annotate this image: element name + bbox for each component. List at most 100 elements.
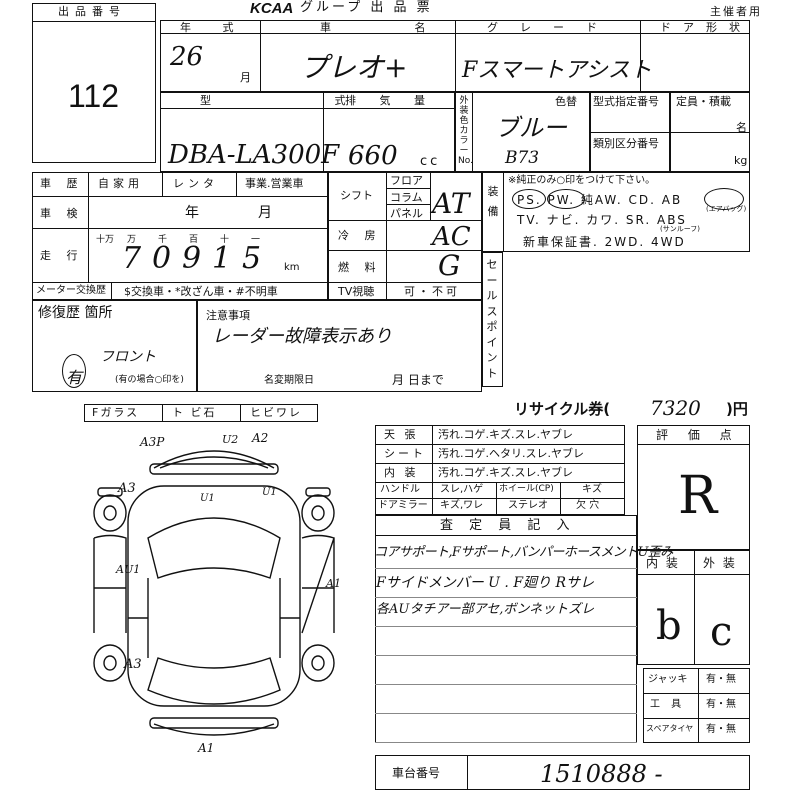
- inspection-year-unit: 年: [185, 205, 199, 221]
- mirror-label: ドアミラー: [378, 500, 428, 511]
- interior-h2: [375, 463, 625, 464]
- glass-sep-2: [240, 404, 241, 422]
- history-h3: [32, 282, 328, 283]
- private-label: 自家用: [98, 177, 143, 190]
- sub-score-sep: [694, 550, 695, 665]
- year-month-unit: 月: [240, 71, 251, 84]
- car-diagram: [93, 450, 335, 736]
- model-value: DBA-LA300F: [168, 140, 340, 170]
- diagram-mark-a3p: A3P: [140, 435, 165, 449]
- wheels: [93, 487, 335, 682]
- mileage-digit: 7: [122, 241, 142, 276]
- mileage-digit: 5: [242, 241, 262, 276]
- interior-v3: [560, 482, 561, 515]
- tool-label-1: 工 具: [650, 699, 686, 710]
- glass-crack: ヒビワレ: [250, 406, 302, 419]
- repair-has-circle: [62, 354, 86, 388]
- mileage-digit-label: 百: [189, 235, 199, 245]
- color-replace-label: 色替: [555, 95, 577, 108]
- tool-value-2: 有・無: [706, 724, 736, 735]
- top-row-sep-2: [455, 20, 456, 92]
- tool-value-1: 有・無: [706, 699, 736, 710]
- interior-sep: [432, 425, 433, 515]
- chassis-sep: [467, 755, 468, 790]
- diagram-mark-a1-side: A1: [326, 577, 341, 590]
- interior-row-label-2: 内 装: [384, 466, 419, 479]
- rear-view: [149, 717, 279, 736]
- mileage-digit-label: 一: [251, 235, 261, 245]
- tools-box: [643, 668, 750, 743]
- inspector-ruled-line: [375, 568, 637, 569]
- model-box: [160, 92, 455, 172]
- sub-score-divider: [637, 574, 750, 575]
- chassis-box: [375, 755, 750, 790]
- notes-label: 注意事項: [206, 309, 250, 322]
- equipment-label: 装備: [487, 185, 499, 218]
- tool-value-0: 有・無: [706, 674, 736, 685]
- inspector-line-2: 各AUタチアー部アセ,ボンネットズレ: [376, 602, 595, 617]
- tools-sep: [698, 668, 699, 743]
- diagram-mark-u2: U2: [222, 433, 239, 446]
- grade-label: グレード: [487, 21, 619, 34]
- interior-score-value: b: [656, 603, 682, 649]
- inspector-ruled-line: [375, 713, 637, 714]
- specs-box: [328, 172, 482, 300]
- capacity-divider: [670, 132, 750, 133]
- sub-score-box: [637, 550, 750, 665]
- mileage-digit: 0: [152, 241, 172, 276]
- mirror-options: キズ,ワレ: [440, 500, 484, 511]
- equipment-note: ※純正のみ○印をつけて下さい。: [508, 175, 656, 186]
- sheet-title: グループ 出 品 票: [300, 0, 433, 15]
- specs-h3: [328, 282, 482, 283]
- pw-circle: [547, 189, 585, 209]
- ps-circle: [512, 189, 546, 209]
- glass-sep-1: [162, 404, 163, 422]
- interior-row-label-0: 天 張: [384, 428, 419, 441]
- handle-options: スレ,ハゲ: [440, 484, 484, 495]
- grade-value: Fスマートアシスト: [462, 58, 652, 83]
- score-box: [637, 425, 750, 550]
- inspector-line-0: コアサポート,Fサポート,バンパーホースメントU歪み: [374, 545, 673, 560]
- ab-circle: [704, 188, 744, 210]
- equipment-row3: 新車保証書. 2WD. 4WD: [523, 235, 686, 249]
- color-sep: [472, 92, 473, 172]
- diagram-mark-au1: AU1: [116, 563, 141, 576]
- interior-row-label-1: シート: [384, 447, 426, 460]
- specs-v1: [386, 172, 387, 300]
- fuel-value: G: [438, 249, 461, 282]
- deadline-tail: 月 日まで: [392, 373, 444, 387]
- lot-number: 112: [68, 78, 120, 114]
- sales-point-box: [482, 252, 503, 387]
- brand-logo: KCAA: [250, 0, 294, 17]
- notes-value: レーダー故障表示あり: [212, 326, 392, 347]
- interior-v2: [496, 482, 497, 515]
- tv-options: 可・不可: [404, 285, 460, 298]
- interior-table: [375, 425, 625, 515]
- inspection-month-unit: 月: [258, 205, 272, 221]
- inspector-ruled-line: [375, 626, 637, 627]
- model-divider: [160, 108, 455, 109]
- glass-stone: ト ビ石: [172, 406, 217, 419]
- door-label: ドア形状: [660, 21, 752, 34]
- mileage-digit: 1: [212, 241, 232, 276]
- lot-box: [32, 3, 156, 163]
- shift-value: AT: [432, 187, 470, 220]
- diagram-mark-a2: A2: [252, 431, 269, 445]
- interior-row-options-1: 汚れ.コゲ.ヘタリ.スレ.ヤブレ: [438, 447, 584, 460]
- interior-h4: [375, 498, 625, 499]
- wheel-options: キズ: [582, 484, 602, 495]
- score-divider: [637, 444, 750, 445]
- inspector-h0: [375, 535, 637, 536]
- designation-divider: [590, 132, 670, 133]
- business-label: 事業.営業車: [245, 177, 304, 190]
- equipment-box: [482, 172, 750, 252]
- shift-option-column: コラム: [390, 191, 423, 204]
- exterior-score-label: 外 装: [703, 556, 737, 570]
- mileage-digit-label: 万: [127, 235, 137, 245]
- tools-h2: [643, 718, 750, 719]
- lot-divider: [32, 21, 156, 22]
- displacement-label: 排 気 量: [345, 94, 435, 107]
- model-label: 型 式: [200, 94, 406, 107]
- shift-label: シフト: [340, 189, 373, 202]
